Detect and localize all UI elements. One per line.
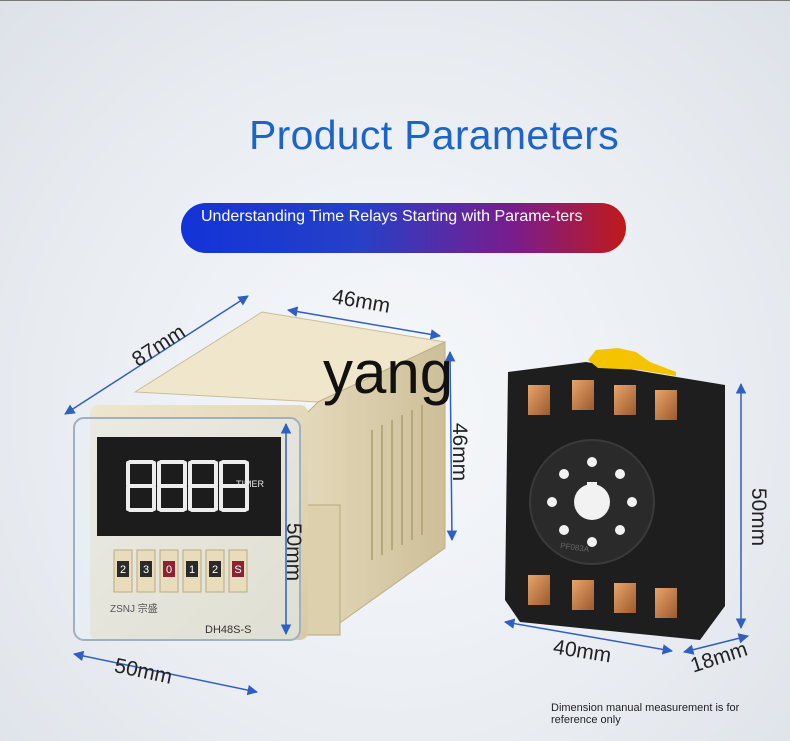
- dial-digit: 2: [120, 564, 126, 576]
- timer-display-label: TIMER: [236, 479, 264, 489]
- dim-label-46mm-side: 46mm: [448, 422, 472, 482]
- dial-digit: 2: [212, 564, 218, 576]
- dim-line-46-side: [444, 350, 458, 542]
- dim-line-40: [503, 618, 674, 655]
- socket-label: PF083A: [560, 541, 591, 554]
- timer-model: DH48S-S: [205, 624, 251, 636]
- dim-line-50-bottom: [72, 650, 259, 696]
- timer-relay: TIMER 2 3 0 1 2: [73, 311, 447, 641]
- banner-text: Understanding Time Relays Starting with …: [201, 208, 583, 225]
- watermark: yang: [323, 339, 454, 406]
- timer-dial-row: [113, 549, 248, 593]
- top-border: [0, 0, 790, 1]
- dim-line-87: [64, 295, 249, 415]
- dial-digit: 0: [166, 564, 172, 576]
- dim-label-50mm-front: 50mm: [282, 522, 306, 582]
- timer-brand: ZSNJ 宗盛: [110, 602, 158, 615]
- measurement-note: Dimension manual measurement is for refe…: [551, 702, 740, 726]
- dial-digit: 1: [189, 564, 195, 576]
- dim-line-18: [682, 633, 750, 655]
- subtitle-banner: Understanding Time Relays Starting with …: [181, 203, 626, 253]
- dial-digit: S: [234, 564, 241, 576]
- page-title: Product Parameters: [249, 112, 619, 158]
- dim-label-50mm-socket: 50mm: [747, 487, 771, 547]
- relay-socket: PF083A: [505, 348, 725, 640]
- dimension-lines: [64, 295, 750, 696]
- dim-line-46-top: [286, 306, 442, 340]
- dial-digit: 3: [143, 564, 149, 576]
- timer-led-digits: [126, 460, 249, 512]
- socket-clip: [588, 348, 676, 376]
